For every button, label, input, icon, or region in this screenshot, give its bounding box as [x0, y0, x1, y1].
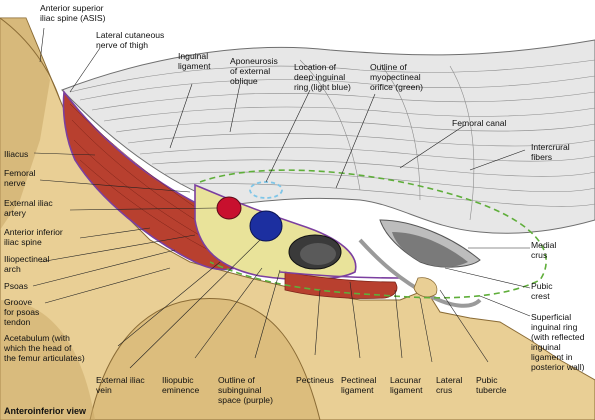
label-asis: Anterior superior iliac spine (ASIS): [40, 3, 106, 23]
label-lacunar-ligament: Lacunar ligament: [390, 375, 423, 395]
pectineus-muscle: [284, 271, 398, 299]
external-iliac-vein: [249, 210, 283, 242]
label-superficial-inguinal-ring: Superficial inguinal ring (with reflecte…: [531, 312, 585, 372]
pectineus-region: [279, 271, 401, 299]
femoral-canal-inner: [300, 243, 336, 265]
bone-contour-1: [0, 17, 61, 101]
ilium-shadow: [0, 18, 50, 230]
label-aiis: Anterior inferior iliac spine: [4, 227, 63, 247]
label-lateral-cutaneous-nerve: Lateral cutaneous nerve of thigh: [96, 30, 165, 50]
label-pectineal-ligament: Pectineal ligament: [341, 375, 377, 395]
external-iliac-artery: [216, 196, 242, 220]
label-external-iliac-artery: External iliac artery: [4, 198, 53, 218]
label-iliopubic-eminence: Iliopubic eminence: [162, 375, 200, 395]
acetabulum-rim: [89, 298, 321, 420]
label-inguinal-ligament: Inguinal ligament: [178, 51, 211, 71]
label-aponeurosis: Aponeurosis of external oblique: [230, 56, 278, 86]
label-femoral-canal: Femoral canal: [452, 118, 507, 128]
subinguinal-space: [194, 183, 357, 281]
label-pubic-tubercle: Pubic tubercle: [476, 375, 507, 395]
aponeurosis-fibers: [69, 59, 595, 221]
label-iliacus: Iliacus: [4, 149, 29, 159]
label-acetabulum: Acetabulum (with which the head of the f…: [4, 333, 85, 363]
myopectineal-orifice-outline: [199, 169, 547, 299]
leader-lines: [32, 27, 531, 369]
label-psoas: Psoas: [4, 281, 28, 291]
acetabulum-shadow: [0, 300, 95, 420]
label-deep-inguinal-ring: Location of deep inguinal ring (light bl…: [294, 62, 351, 92]
label-intercrural-fibers: Intercrural fibers: [531, 142, 570, 162]
label-medial-crus: Medial crus: [531, 240, 557, 260]
pubic-tubercle: [413, 277, 438, 298]
label-femoral-nerve: Femoral nerve: [4, 168, 36, 188]
label-lateral-crus: Lateral crus: [436, 375, 463, 395]
ring-opening: [392, 232, 468, 267]
label-subinguinal-space: Outline of subinguinal space (purple): [218, 375, 273, 405]
label-pectineus: Pectineus: [296, 375, 334, 385]
pectineal-ligament: [279, 271, 401, 279]
label-external-iliac-vein: External iliac vein: [96, 375, 145, 395]
label-groove-psoas: Groove for psoas tendon: [4, 297, 40, 327]
view-caption: Anteroinferior view: [4, 406, 87, 416]
hip-bone: [0, 17, 595, 420]
label-myopectineal-orifice: Outline of myopectineal orifice (green): [370, 62, 424, 92]
label-iliopectineal-arch: Iliopectineal arch: [4, 254, 50, 274]
label-pubic-crest: Pubic crest: [531, 281, 553, 301]
superficial-ring: [358, 219, 482, 308]
